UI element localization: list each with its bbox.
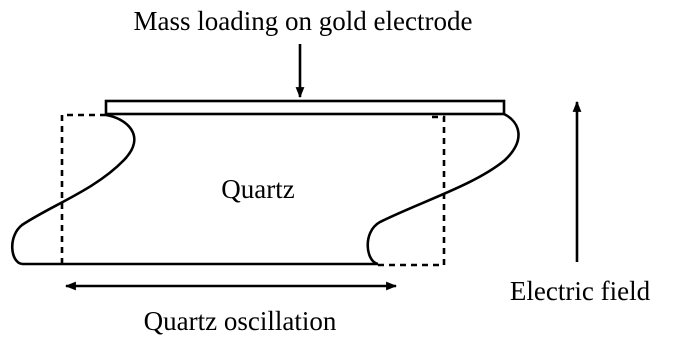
deformed-quartz-right-edge [366,112,520,266]
mass-loading-label: Mass loading on gold electrode [134,6,473,36]
quartz-oscillation-label: Quartz oscillation [144,306,337,336]
quartz-label: Quartz [221,174,294,204]
rest-position-outline-right [376,115,446,267]
rest-position-outline-left [60,113,106,265]
electric-field-label: Electric field [510,276,651,306]
deformed-quartz-left-edge [10,113,136,266]
gold-electrode [104,99,506,116]
